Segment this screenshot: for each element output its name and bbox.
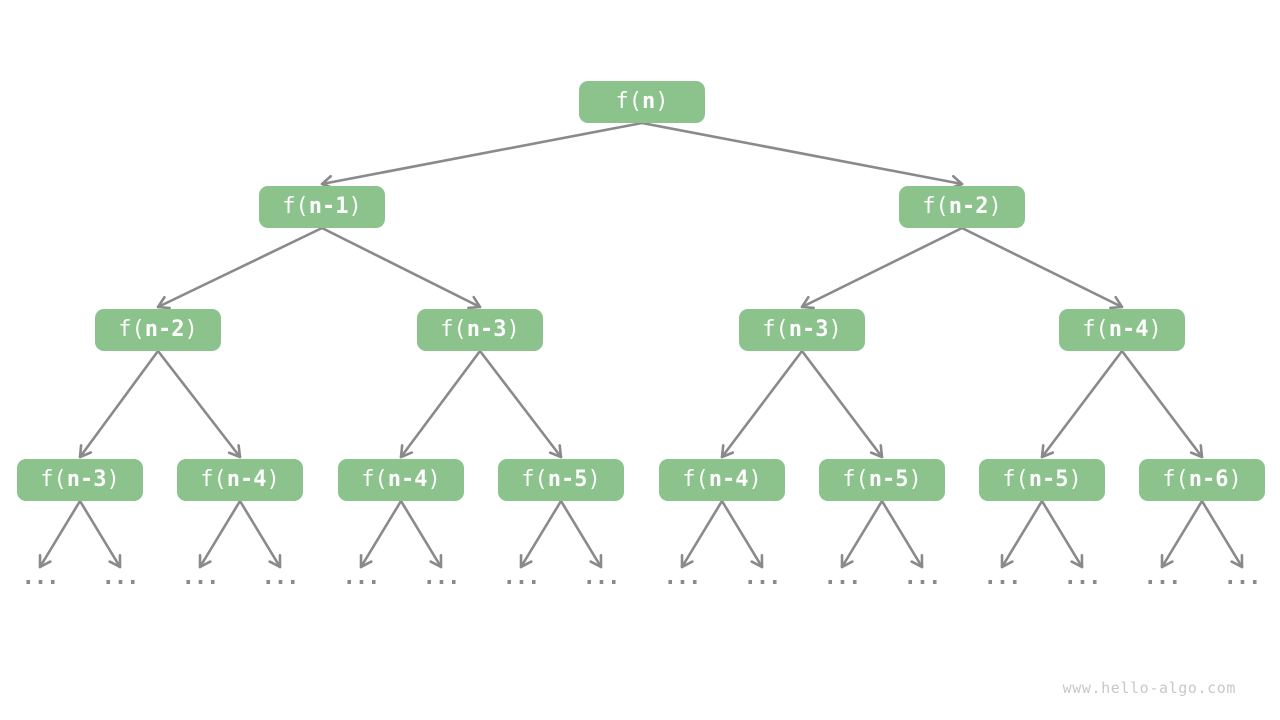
- ellipsis-leaf: ...: [1143, 565, 1182, 590]
- edge-arrow: [880, 499, 924, 569]
- ellipsis-leaf: ...: [983, 565, 1022, 590]
- edge-arrow: [478, 349, 563, 459]
- ellipsis-leaf: ...: [663, 565, 702, 590]
- edge-arrow: [198, 499, 242, 569]
- tree-node-n6: f(n-4): [1059, 309, 1185, 351]
- edge-arrow: [359, 499, 403, 569]
- edge-arrow: [156, 226, 324, 310]
- ellipsis-leaf: ...: [1223, 565, 1262, 590]
- edge-arrow: [1040, 499, 1084, 569]
- edge-arrow: [399, 349, 482, 459]
- ellipsis-leaf: ...: [342, 565, 381, 590]
- edge-arrow: [1200, 499, 1244, 569]
- edge-arrow: [320, 121, 644, 190]
- tree-node-n10: f(n-5): [498, 459, 624, 501]
- ellipsis-leaf: ...: [181, 565, 220, 590]
- ellipsis-leaf: ...: [21, 565, 60, 590]
- edge-arrow: [320, 226, 482, 310]
- tree-node-n5: f(n-3): [739, 309, 865, 351]
- tree-node-n2: f(n-2): [899, 186, 1025, 228]
- edge-arrow: [960, 226, 1124, 310]
- edge-arrow: [640, 121, 964, 190]
- tree-node-n0: f(n): [579, 81, 705, 123]
- ellipsis-leaf: ...: [422, 565, 461, 590]
- ellipsis-leaf: ...: [502, 565, 541, 590]
- edge-arrow: [840, 499, 884, 569]
- watermark: www.hello-algo.com: [1062, 679, 1236, 697]
- tree-node-n3: f(n-2): [95, 309, 221, 351]
- edge-arrow: [720, 499, 764, 569]
- ellipsis-leaf: ...: [261, 565, 300, 590]
- tree-node-n13: f(n-5): [979, 459, 1105, 501]
- edge-arrow: [720, 349, 804, 459]
- edge-arrow: [559, 499, 603, 569]
- edge-arrow: [800, 349, 884, 459]
- ellipsis-leaf: ...: [1063, 565, 1102, 590]
- ellipsis-leaf: ...: [903, 565, 942, 590]
- tree-node-n12: f(n-5): [819, 459, 945, 501]
- ellipsis-leaf: ...: [101, 565, 140, 590]
- tree-node-n8: f(n-4): [177, 459, 303, 501]
- edge-arrow: [78, 349, 160, 459]
- ellipsis-leaf: ...: [823, 565, 862, 590]
- tree-node-n9: f(n-4): [338, 459, 464, 501]
- tree-node-n4: f(n-3): [417, 309, 543, 351]
- edge-arrow: [78, 499, 122, 569]
- ellipsis-leaf: ...: [743, 565, 782, 590]
- edge-arrow: [156, 349, 242, 459]
- edge-arrow: [519, 499, 563, 569]
- ellipsis-leaf: ...: [582, 565, 621, 590]
- edge-arrow: [1120, 349, 1204, 459]
- edge-arrow: [800, 226, 964, 310]
- tree-node-n7: f(n-3): [17, 459, 143, 501]
- edge-arrow: [1160, 499, 1204, 569]
- tree-node-n11: f(n-4): [659, 459, 785, 501]
- tree-node-n14: f(n-6): [1139, 459, 1265, 501]
- edge-arrow: [1000, 499, 1044, 569]
- edge-arrow: [680, 499, 724, 569]
- edge-arrow: [1040, 349, 1124, 459]
- tree-node-n1: f(n-1): [259, 186, 385, 228]
- edge-arrow: [238, 499, 282, 569]
- edge-arrow: [399, 499, 443, 569]
- edge-arrow: [38, 499, 82, 569]
